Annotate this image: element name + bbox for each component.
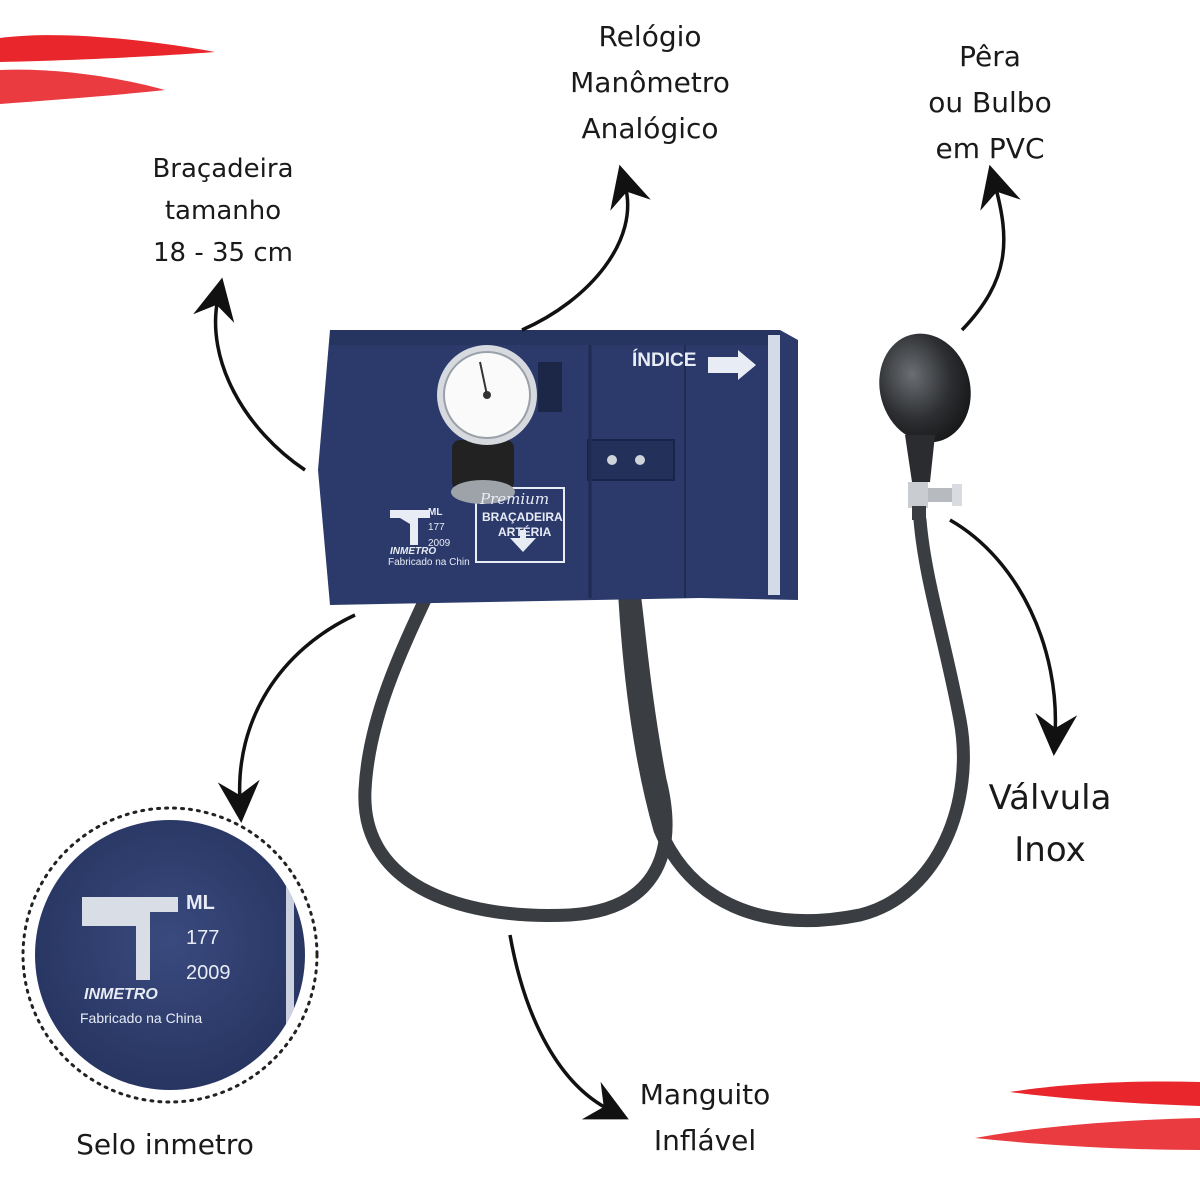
seal-year-text: 2009 [186,962,231,984]
seal-code-text: 177 [186,927,220,949]
label-bracadeira-line-1: Braçadeira [152,154,294,184]
cuff-inmetro-text: INMETRO [390,546,437,557]
label-relogio-line-1: Relógio [598,20,702,53]
bulb [879,333,971,520]
label-manguito: Manguito Inflável [610,1072,800,1164]
label-pera-line-3: em PVC [935,132,1045,165]
label-pera: Pêra ou Bulbo em PVC [880,34,1100,172]
label-pera-line-2: ou Bulbo [928,86,1052,119]
seal-inmetro-text: INMETRO [84,986,158,1003]
cuff-bracadeira-text: BRAÇADEIRA [482,510,563,524]
cuff-ml-text: ML [428,507,443,518]
label-selo: Selo inmetro [76,1128,254,1161]
cuff-made-in-text: Fabricado na Chin [388,557,470,568]
label-valvula-line-2: Inox [1014,830,1086,870]
label-manguito-line-1: Manguito [639,1078,771,1111]
label-valvula-line-1: Válvula [988,778,1112,818]
cuff-code-text: 177 [428,522,445,533]
brush-stroke-top-left [0,35,215,104]
cuff-year-text: 2009 [428,538,451,549]
seal-ml-text: ML [186,892,215,914]
seal-made-in-text: Fabricado na China [80,1010,203,1026]
cuff-brand-text: Premium [480,490,550,508]
label-valvula: Válvula Inox [960,772,1140,876]
cuff-indice-text: ÍNDICE [632,350,697,371]
label-relogio-line-2: Manômetro [570,66,730,99]
label-relogio: Relógio Manômetro Analógico [500,14,800,152]
label-relogio-line-3: Analógico [581,112,719,145]
tubes [358,493,970,928]
arrows [193,164,1078,1120]
label-bracadeira-line-2: tamanho [164,196,282,226]
label-manguito-line-2: Inflável [653,1124,757,1157]
label-bracadeira: Braçadeira tamanho 18 - 35 cm [118,148,328,274]
cuff [318,330,798,605]
brush-stroke-bottom-right [975,1081,1200,1150]
label-bracadeira-line-3: 18 - 35 cm [153,238,293,268]
label-pera-line-1: Pêra [959,40,1021,73]
inmetro-seal-zoom [21,806,319,1104]
gauge [437,345,537,504]
cuff-arteria-text: ARTÉRIA [498,525,552,539]
